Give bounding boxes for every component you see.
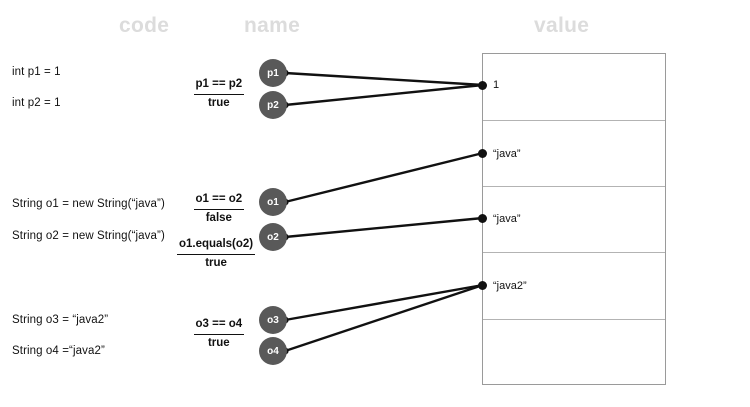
value-anchor-dot xyxy=(477,148,487,158)
code-line: String o1 = new String(“java”) xyxy=(12,198,165,210)
name-node-o4[interactable]: o4 xyxy=(259,337,287,365)
code-line: String o4 =“java2” xyxy=(12,345,105,357)
connector-line-o2 xyxy=(283,216,485,239)
fraction-numerator: o3 == o4 xyxy=(193,317,245,335)
fraction-numerator: p1 == p2 xyxy=(193,77,245,95)
name-node-o3[interactable]: o3 xyxy=(259,306,287,334)
connector-line-p1 xyxy=(283,71,485,87)
code-line: int p1 = 1 xyxy=(12,66,61,78)
fraction-denominator: true xyxy=(207,96,230,109)
connector-line-o3 xyxy=(283,283,485,322)
value-text: 1 xyxy=(493,79,500,91)
fraction-denominator: true xyxy=(205,256,227,269)
value-text: “java” xyxy=(493,148,521,160)
connector-line-o1 xyxy=(283,151,485,204)
code-line: int p2 = 1 xyxy=(12,97,61,109)
value-row xyxy=(483,187,665,253)
column-header-name: name xyxy=(244,14,301,37)
value-anchor-dot xyxy=(477,80,487,90)
value-anchor-dot xyxy=(477,280,487,290)
value-row xyxy=(483,320,665,386)
value-text: “java” xyxy=(493,213,521,225)
value-row xyxy=(483,253,665,320)
name-node-o1[interactable]: o1 xyxy=(259,188,287,216)
name-node-p2[interactable]: p2 xyxy=(259,91,287,119)
comparison-fraction: o1.equals(o2)true xyxy=(177,237,256,271)
value-anchor-dot xyxy=(477,213,487,223)
fraction-denominator: false xyxy=(205,211,232,224)
fraction-numerator: o1 == o2 xyxy=(193,192,245,210)
name-node-p1[interactable]: p1 xyxy=(259,59,287,87)
connector-line-o4 xyxy=(283,283,485,353)
fraction-denominator: true xyxy=(207,336,230,349)
value-row xyxy=(483,54,665,121)
value-row xyxy=(483,121,665,187)
code-line: String o2 = new String(“java”) xyxy=(12,230,165,242)
connector-line-p2 xyxy=(283,83,485,107)
fraction-numerator: o1.equals(o2) xyxy=(177,237,256,255)
value-text: “java2” xyxy=(493,280,527,292)
name-node-o2[interactable]: o2 xyxy=(259,223,287,251)
column-header-code: code xyxy=(119,14,170,37)
column-header-value: value xyxy=(534,14,590,37)
code-line: String o3 = “java2” xyxy=(12,314,109,326)
